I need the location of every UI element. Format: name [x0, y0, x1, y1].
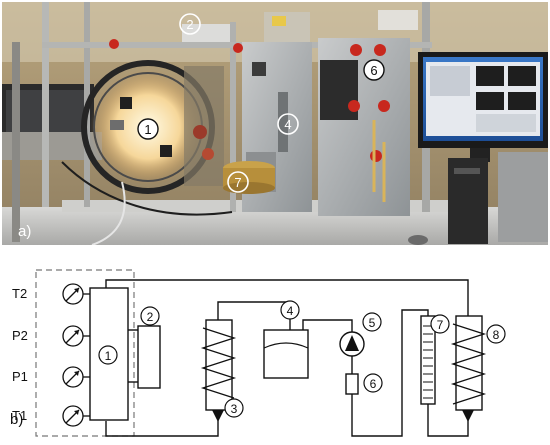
svg-text:2: 2: [186, 17, 193, 32]
component-7-rotameter: 7: [420, 314, 450, 405]
sensor-t2: T2: [12, 283, 90, 305]
svg-text:T1: T1: [12, 408, 27, 423]
component-2: 2: [137, 306, 161, 389]
component-5-pump: 5: [339, 312, 382, 357]
sensor-group-box: [35, 269, 135, 437]
svg-text:7: 7: [234, 175, 241, 190]
photo-panel-label: a): [18, 223, 31, 240]
svg-text:6: 6: [370, 377, 377, 391]
svg-text:1: 1: [144, 122, 151, 137]
photo-marker-4: 4: [277, 113, 299, 135]
photo-marker-6: 6: [363, 59, 385, 81]
component-3-heat-exchanger: 3: [200, 319, 244, 418]
svg-text:6: 6: [370, 63, 377, 78]
svg-text:P1: P1: [12, 369, 28, 384]
schematic-diagram: T2 P2 P1 T1: [10, 269, 506, 437]
sensor-t1: T1: [12, 405, 90, 427]
svg-text:3: 3: [231, 402, 238, 416]
flow-arrow-3: [212, 410, 224, 422]
photo-marker-1: 1: [137, 118, 159, 140]
flow-arrow-8: [462, 410, 474, 422]
svg-text:T2: T2: [12, 286, 27, 301]
svg-text:8: 8: [493, 328, 500, 342]
sensor-p1: P1: [12, 366, 90, 388]
sensor-p2: P2: [12, 325, 90, 347]
photo-marker-2: 2: [179, 13, 201, 35]
svg-text:1: 1: [105, 349, 112, 363]
svg-text:2: 2: [147, 310, 154, 324]
svg-text:4: 4: [287, 304, 294, 318]
svg-text:5: 5: [369, 316, 376, 330]
component-8-heater: 8: [450, 315, 506, 411]
piping-loop: [105, 279, 469, 437]
svg-text:4: 4: [284, 117, 291, 132]
svg-text:7: 7: [437, 318, 444, 332]
diagram-panel-label: b): [10, 411, 23, 428]
svg-text:P2: P2: [12, 328, 28, 343]
photo-marker-7: 7: [227, 171, 249, 193]
component-1-test-section: 1: [89, 287, 129, 421]
experimental-setup-photo: 1 2 4 6 7 a): [2, 2, 548, 245]
component-6-flow-meter: 6: [345, 373, 383, 395]
component-4-tank: 4: [263, 300, 309, 379]
